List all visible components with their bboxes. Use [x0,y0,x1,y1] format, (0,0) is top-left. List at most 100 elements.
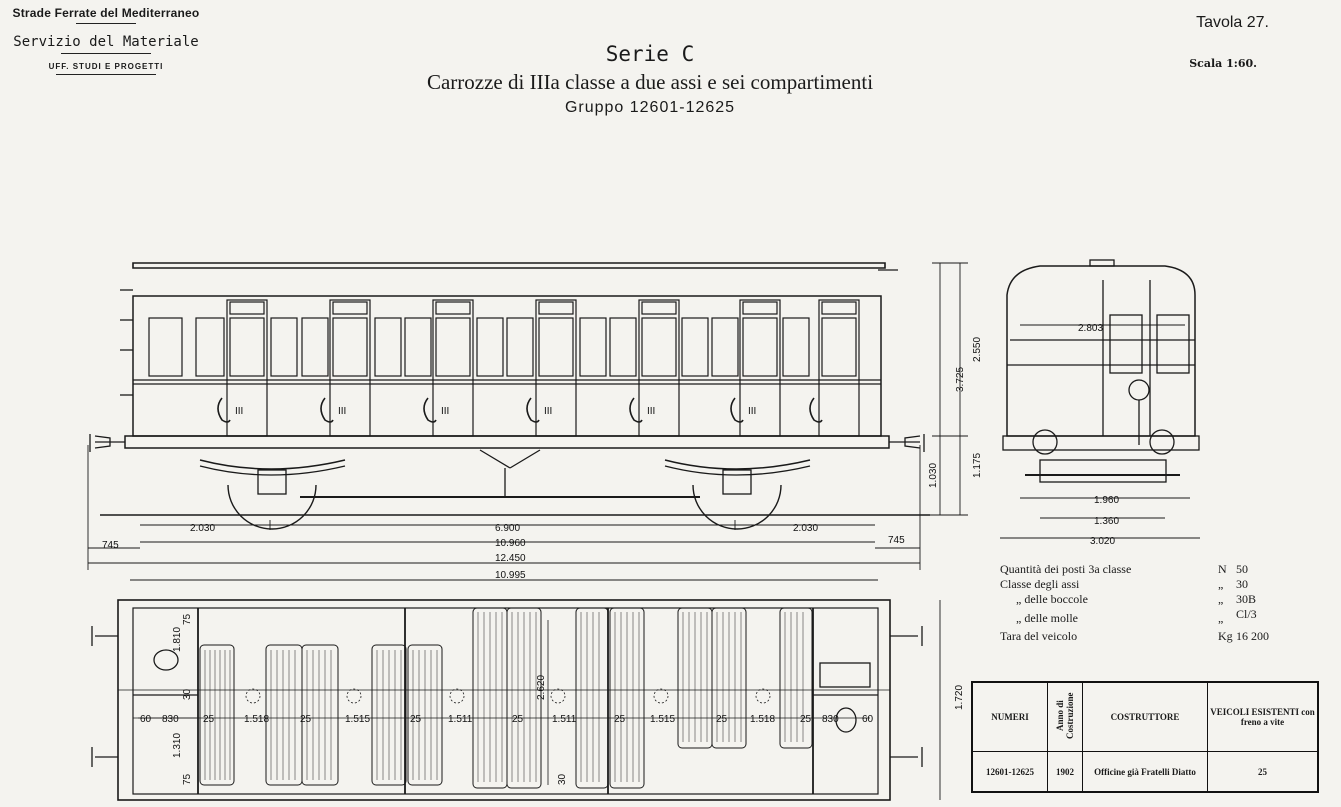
divider [76,23,136,24]
dimension-label: 60 [862,714,874,725]
spec-unit: Kg [1218,629,1233,643]
side-dimensions [87,262,968,581]
spec-value: Cl/3 [1236,607,1257,621]
dimension-label: 2.803 [1078,323,1103,334]
spec-unit: „ [1218,611,1224,625]
title-block: Serie C Carrozze di IIIa classe a due as… [300,42,1000,117]
series-title: Serie C [605,42,695,66]
service-name: Servizio del Materiale [13,34,199,50]
dimension-label: 830 [822,714,839,725]
spec-value: 30B [1236,592,1257,606]
table-cell: Officine già Fratelli Diatto [1082,751,1208,793]
end-view-labels: 2.803 1.960 1.360 3.020 [1078,323,1119,547]
dimension-label: 830 [162,714,179,725]
table-header: NUMERI [971,681,1048,752]
dimension-label: 745 [888,535,905,546]
dimension-label: 25 [716,714,728,725]
dimension-label: 1.960 [1094,495,1119,506]
spec-label: „ delle boccole [1016,592,1088,606]
vehicle-table: NUMERI Anno di Costruzione COSTRUTTORE V… [971,681,1319,793]
spec-unit: „ [1218,577,1224,591]
table-row: 12601-12625 1902 Officine già Fratelli D… [971,751,1319,793]
class-mark: III [235,406,243,417]
dimension-label: 25 [410,714,422,725]
dimension-label: 30 [182,688,193,700]
spec-label: Quantità dei posti 3a classe [1000,562,1132,576]
dimension-label: 30 [557,773,568,785]
office-name: UFF. STUDI E PROGETTI [48,62,164,71]
table-cell: 1902 [1047,751,1083,793]
spec-label: Classe degli assi [1000,577,1080,591]
table-header-row: NUMERI Anno di Costruzione COSTRUTTORE V… [971,681,1319,752]
dimension-label: 2.030 [793,523,818,534]
dimension-label: 25 [614,714,626,725]
dimension-label: 2.030 [190,523,215,534]
end-view [1000,259,1200,539]
dimension-label: 2.550 [972,337,983,362]
dimension-label: 25 [203,714,215,725]
dimension-label: 1.360 [1094,516,1119,527]
plan-view [91,599,923,801]
spec-row: Quantità dei posti 3a classe N 50 [1000,562,1290,577]
drawing-subtitle: Carrozze di IIIa classe a due assi e sei… [426,70,874,94]
divider [61,53,151,54]
side-view [89,262,930,530]
dimension-label: 60 [140,714,152,725]
spec-label: „ delle molle [1016,611,1078,625]
dimension-label: 25 [800,714,812,725]
dimension-label: 3.725 [955,367,966,392]
dimension-label: 1.511 [552,714,577,725]
dimension-label: 1.511 [448,714,473,725]
class-mark: III [748,406,756,417]
spec-row: „ delle molle „ Cl/3 [1000,607,1290,629]
dimension-label: 2.620 [536,675,547,700]
dimension-label: 6.900 [495,523,520,534]
spec-row: „ delle boccole „ 30B [1000,592,1290,607]
spec-row: Classe degli assi „ 30 [1000,577,1290,592]
table-header: COSTRUTTORE [1082,681,1208,752]
railway-header: Strade Ferrate del Mediterraneo Servizio… [6,6,206,78]
specifications: Quantità dei posti 3a classe N 50 Classe… [1000,562,1290,644]
railway-name: Strade Ferrate del Mediterraneo [12,6,200,20]
spec-unit: N [1218,562,1227,576]
dimension-label: 75 [182,773,193,785]
scale-label: Scala 1:60. [1189,57,1257,70]
dimension-label: 1.518 [244,714,269,725]
group-label: Gruppo 12601-12625 [564,99,736,116]
side-view-labels: III III III III III III 2.030 6.900 2.03… [102,337,983,581]
class-mark: III [647,406,655,417]
dimension-label: 10.995 [495,570,526,581]
spec-unit: „ [1218,592,1224,606]
spec-label: Tara del veicolo [1000,629,1078,643]
class-mark: III [338,406,346,417]
dimension-label: 1.518 [750,714,775,725]
dimension-label: 3.020 [1090,536,1115,547]
dimension-label: 25 [300,714,312,725]
spec-row: Tara del veicolo Kg 16 200 [1000,629,1290,644]
dimension-label: 1.515 [345,714,370,725]
dimension-label: 75 [182,613,193,625]
class-mark: III [441,406,449,417]
dimension-label: 25 [512,714,524,725]
dimension-label: 1.810 [172,627,183,652]
dimension-label: 12.450 [495,553,526,564]
dimension-label: 1.030 [928,463,939,488]
spec-value: 30 [1236,577,1248,591]
table-cell: 12601-12625 [971,751,1048,793]
spec-value: 16 200 [1236,629,1269,643]
spec-value: 50 [1236,562,1248,576]
class-mark: III [544,406,552,417]
dimension-label: 1.310 [172,733,183,758]
dimension-label: 10.960 [495,538,526,549]
dimension-label: 1.515 [650,714,675,725]
dimension-label: 1.175 [972,453,983,478]
dimension-label: 1.720 [954,685,965,710]
divider [56,74,156,75]
dimension-label: 745 [102,540,119,551]
table-cell: 25 [1207,751,1319,793]
plan-view-labels: 60 830 25 1.518 25 1.515 25 1.511 25 1.5… [140,613,965,785]
table-header: Anno di Costruzione [1047,681,1083,752]
table-header: VEICOLI ESISTENTI con freno a vite [1207,681,1319,752]
plate-number: Tavola 27. [1196,14,1269,31]
